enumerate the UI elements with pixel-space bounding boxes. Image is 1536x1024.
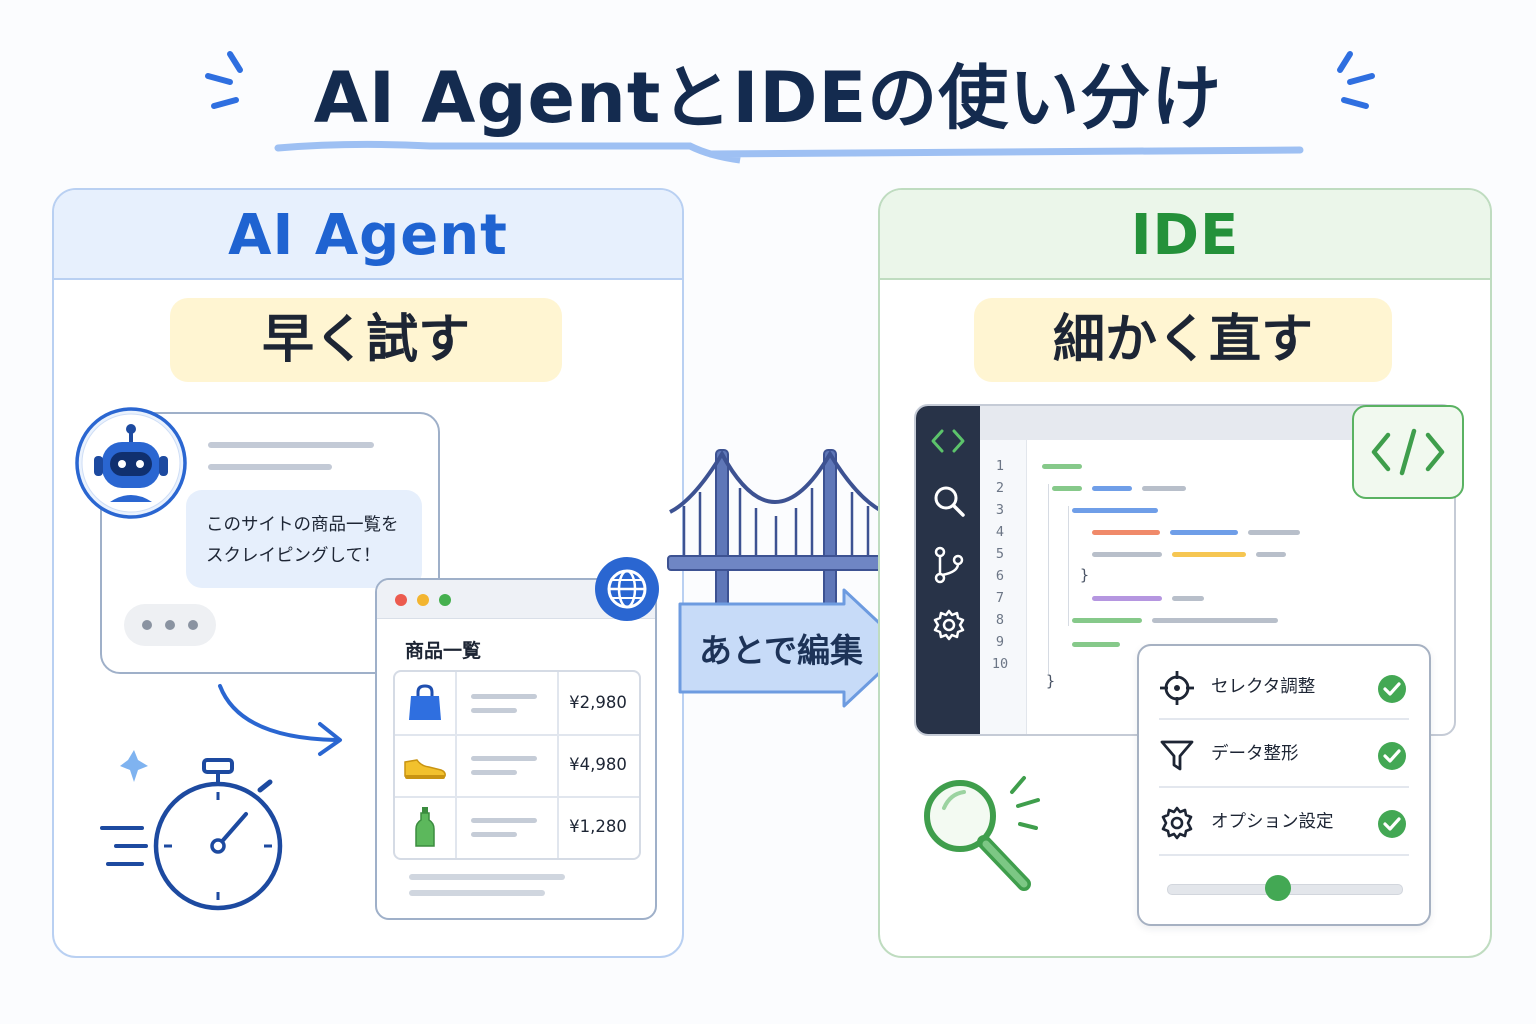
code-tag-icon <box>1352 405 1464 499</box>
maximize-dot[interactable] <box>439 594 451 606</box>
left-sparkle-icon <box>205 51 243 109</box>
line-number: 3 <box>995 502 1005 518</box>
editor-activity-bar <box>916 406 980 734</box>
option-label: セレクタ調整 <box>1211 677 1316 697</box>
line-number: 4 <box>995 524 1005 540</box>
option-label: オプション設定 <box>1211 812 1334 832</box>
check-circle-icon[interactable] <box>1377 674 1407 704</box>
title-underline <box>274 140 1304 164</box>
product-table: ¥2,980 ¥4,980 <box>393 670 641 860</box>
ai-agent-header: AI Agent <box>54 190 682 280</box>
minimize-dot[interactable] <box>417 594 429 606</box>
check-circle-icon[interactable] <box>1377 809 1407 839</box>
line-number: 5 <box>995 546 1005 562</box>
ide-tagline: 細かく直す <box>974 298 1392 382</box>
browser-title: 商品一覧 <box>405 640 482 662</box>
option-row-formatting[interactable]: データ整形 <box>1139 721 1429 788</box>
line-number: 9 <box>995 634 1005 650</box>
line-number-gutter: 1 2 3 4 5 6 7 8 9 10 <box>980 440 1027 734</box>
gear-icon <box>1161 806 1193 840</box>
product-price: ¥4,980 <box>569 755 627 774</box>
table-row: ¥2,980 <box>395 672 639 736</box>
typing-indicator <box>124 604 216 646</box>
product-price: ¥1,280 <box>569 817 627 836</box>
line-number: 8 <box>995 612 1005 628</box>
close-dot[interactable] <box>395 594 407 606</box>
product-browser-window: 商品一覧 ¥2,980 <box>375 578 657 920</box>
bottle-icon <box>415 807 435 847</box>
option-row-selector[interactable]: セレクタ調整 <box>1139 654 1429 721</box>
chat-message-line: スクレイピングして！ <box>206 546 381 566</box>
line-number: 7 <box>995 590 1005 606</box>
check-circle-icon[interactable] <box>1377 741 1407 771</box>
search-icon[interactable] <box>932 484 966 518</box>
ide-header: IDE <box>880 190 1490 280</box>
line-number: 6 <box>995 568 1005 584</box>
right-arrow-icon <box>678 588 908 708</box>
source-control-icon[interactable] <box>934 546 964 584</box>
filter-icon <box>1160 740 1194 771</box>
slider-handle[interactable] <box>1264 875 1291 901</box>
code-icon[interactable] <box>930 428 966 454</box>
crosshair-icon <box>1160 671 1194 705</box>
shoe-icon <box>404 759 446 779</box>
option-row-settings[interactable]: オプション設定 <box>1139 789 1429 856</box>
globe-icon <box>595 557 659 621</box>
table-row: ¥4,980 <box>395 734 639 798</box>
edit-later-label: あとで編集 <box>698 631 863 670</box>
line-number: 10 <box>991 656 1009 672</box>
shopping-bag-icon <box>409 684 441 720</box>
chat-message-line: このサイトの商品一覧を <box>206 515 399 535</box>
flow-arrow-icon <box>218 684 342 756</box>
chat-message-bubble: このサイトの商品一覧を スクレイピングして！ <box>186 490 422 588</box>
right-sparkle-icon <box>1337 51 1375 109</box>
line-number: 1 <box>995 458 1005 474</box>
line-number: 2 <box>995 480 1005 496</box>
page-title: AI AgentとIDEの使い分け <box>313 57 1223 139</box>
table-row: ¥1,280 <box>395 796 639 858</box>
options-panel: セレクタ調整 データ整形 オプション設定 <box>1137 644 1431 926</box>
robot-icon <box>75 407 187 519</box>
stopwatch-icon <box>100 750 283 911</box>
agent-tagline: 早く試す <box>170 298 562 382</box>
option-label: データ整形 <box>1211 744 1299 764</box>
settings-gear-icon[interactable] <box>932 608 966 642</box>
product-price: ¥2,980 <box>569 693 627 712</box>
magnifier-icon <box>924 776 1040 891</box>
